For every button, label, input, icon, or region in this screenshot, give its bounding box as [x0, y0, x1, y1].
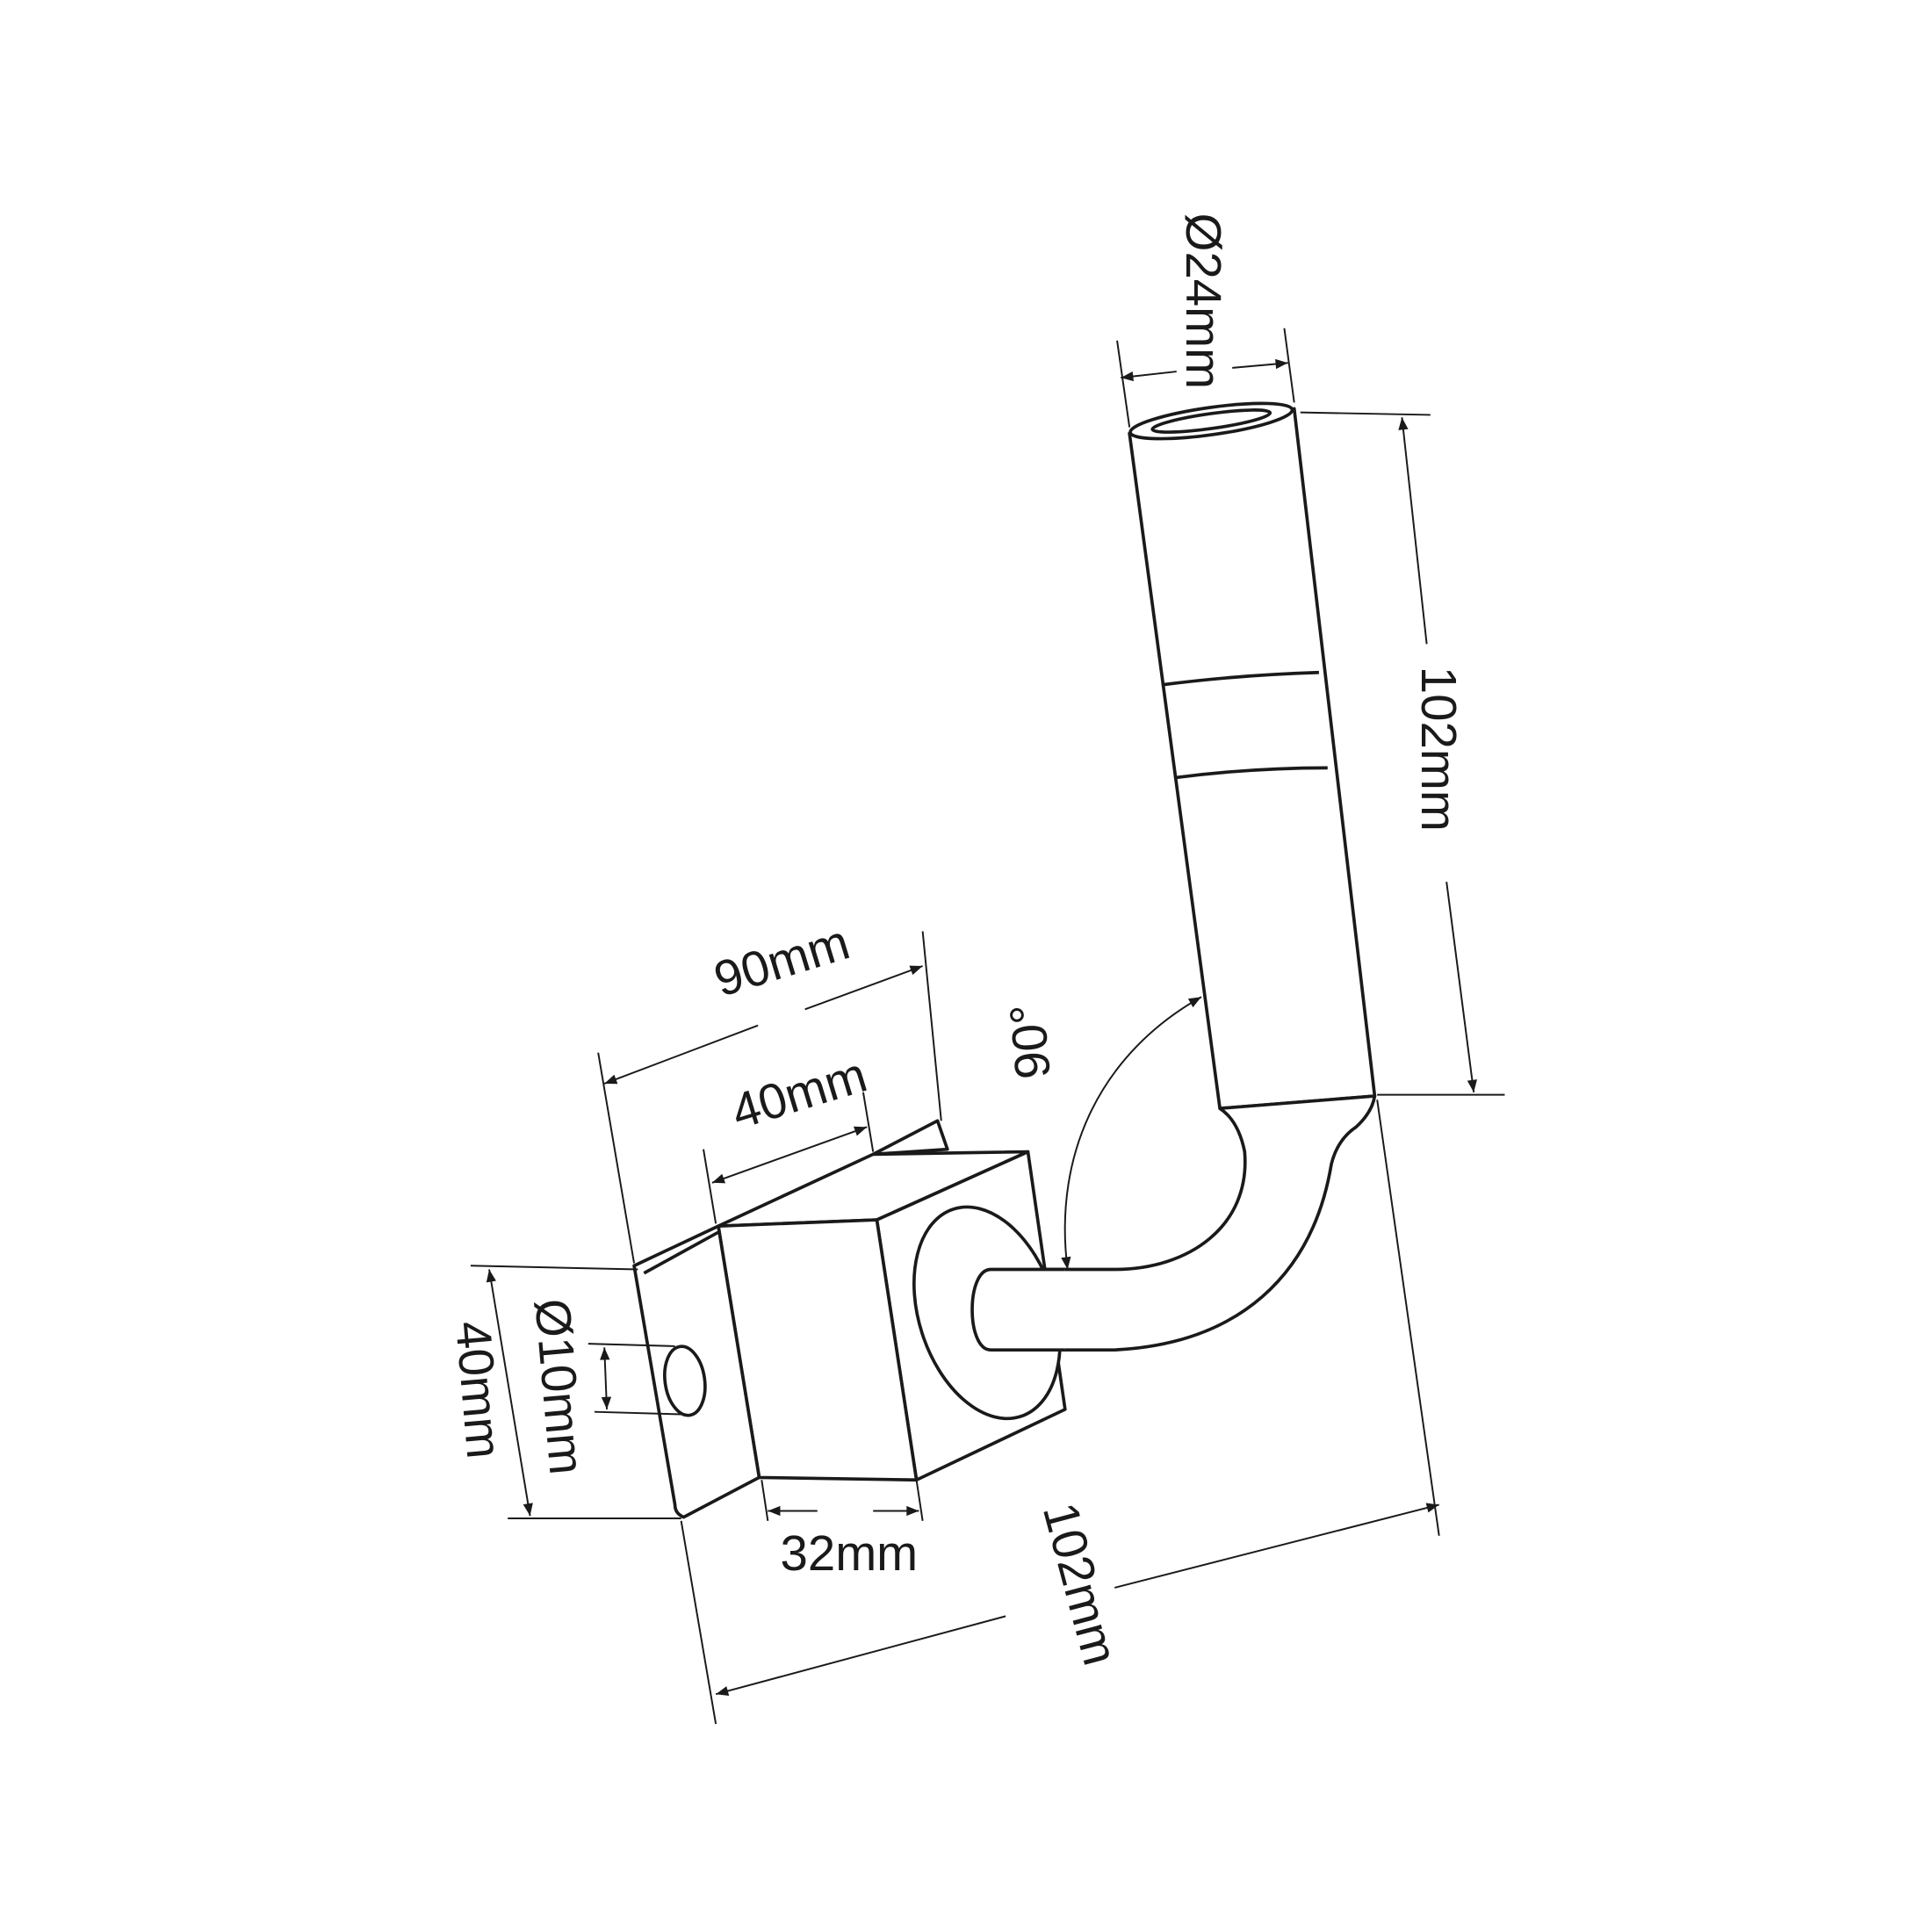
plate-height-label: 40mm — [445, 1319, 512, 1461]
block-depth-label: 40mm — [725, 1047, 873, 1140]
overall-length-label: 102mm — [1033, 1496, 1129, 1670]
block-width-label: 32mm — [780, 1525, 918, 1581]
bend-angle-label: 90° — [999, 1002, 1061, 1081]
bracket-depth-label: 90mm — [708, 914, 855, 1007]
hole-diameter-label: Ø10mm — [524, 1296, 595, 1476]
tube-length-label: 102mm — [1411, 667, 1467, 832]
mounting-block — [632, 1119, 1067, 1519]
vertical-tube — [1128, 401, 1377, 1111]
dimension-lines — [470, 328, 1505, 1725]
tube-diameter-label: Ø24mm — [1176, 213, 1231, 390]
